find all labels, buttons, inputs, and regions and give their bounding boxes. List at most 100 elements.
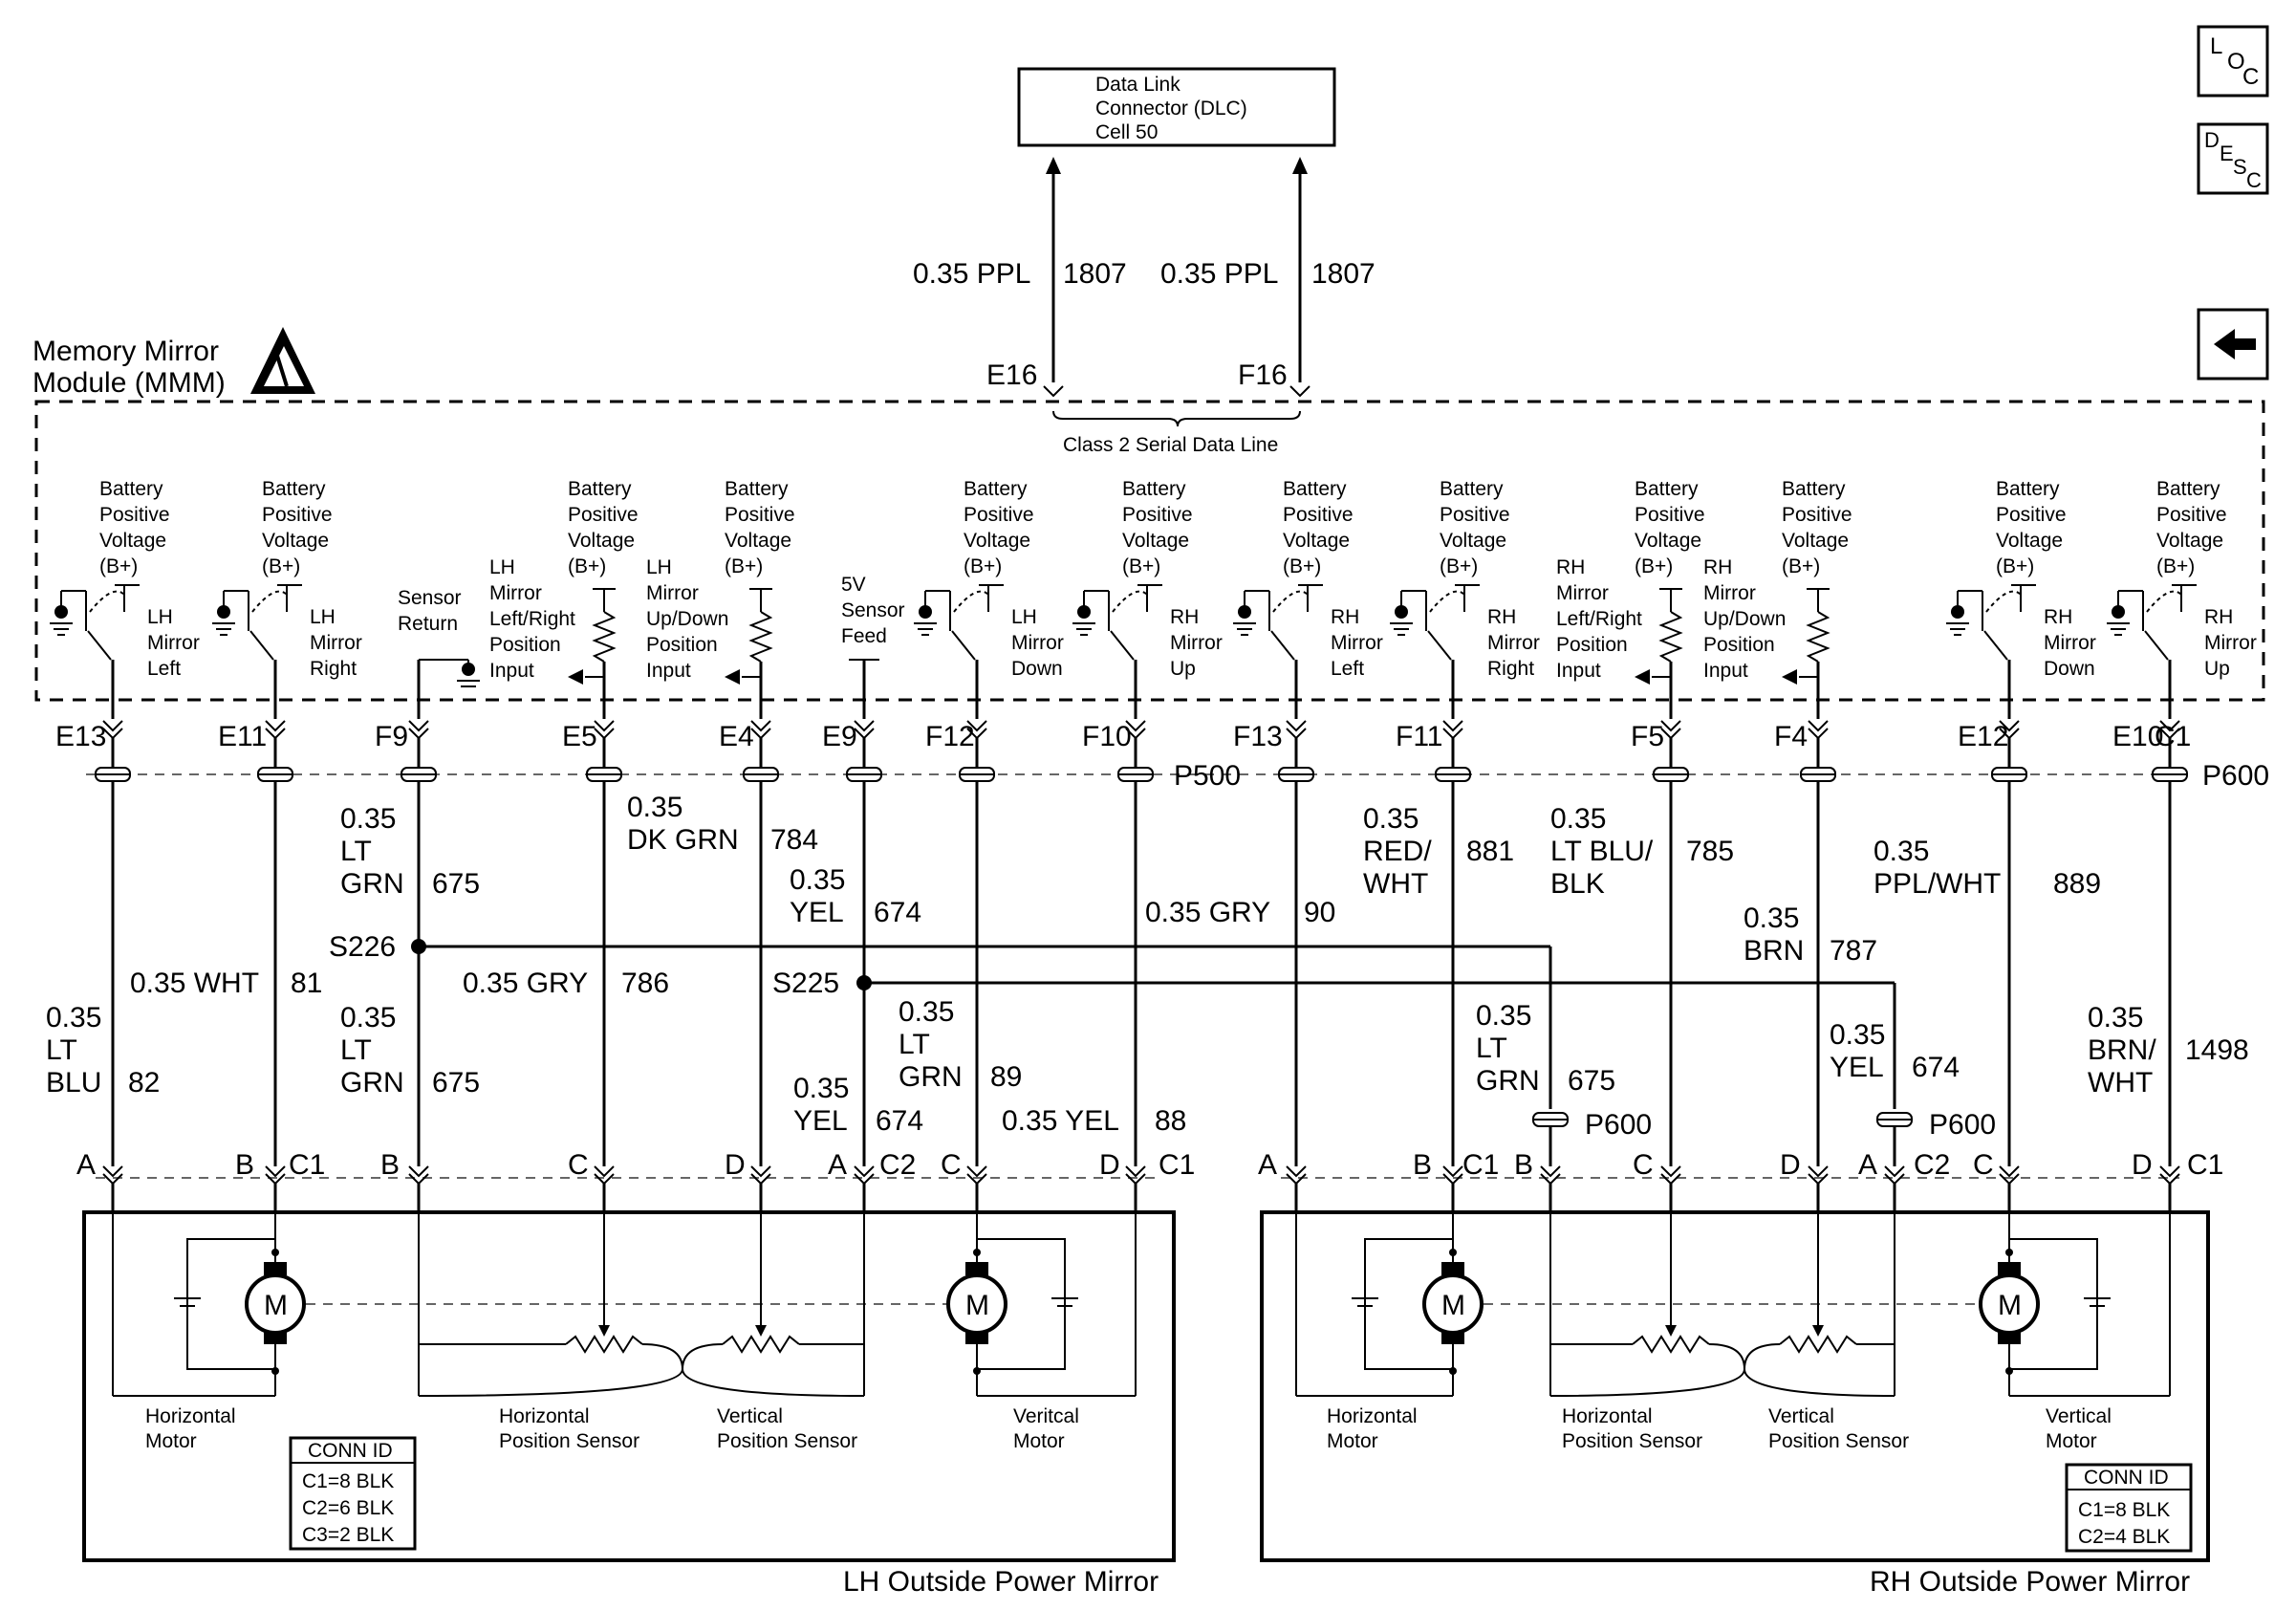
bplus-label: Voltage (1782, 530, 1849, 552)
svg-text:S: S (2233, 155, 2247, 179)
potentiometer-icon (565, 1335, 643, 1354)
svg-text:WHT: WHT (1363, 868, 1428, 900)
svg-text:785: 785 (1686, 836, 1734, 867)
svg-text:GRN: GRN (899, 1061, 963, 1093)
bplus-label: (B+) (568, 555, 606, 577)
svg-text:C: C (2246, 168, 2262, 192)
wire-label: 0.35 PPL (913, 258, 1030, 290)
bplus-label: Battery (964, 478, 1028, 500)
mirror-pin-label: A (1258, 1149, 1277, 1181)
bplus-label: Positive (1635, 504, 1705, 526)
bplus-label: Positive (964, 504, 1034, 526)
svg-text:C: C (2242, 64, 2259, 90)
p600-shield (1532, 1112, 1569, 1127)
connector-label: P600 (1929, 1109, 1996, 1141)
mirror-pin-label: B (1514, 1149, 1533, 1181)
position-input-label: Input (646, 660, 691, 682)
bplus-label: Positive (1782, 504, 1852, 526)
bplus-label: Positive (1122, 504, 1193, 526)
switch-label: Down (1011, 658, 1063, 680)
svg-text:BLU: BLU (46, 1067, 101, 1099)
bplus-label: Positive (1996, 504, 2067, 526)
svg-text:O: O (2227, 49, 2245, 75)
bplus-label: Positive (2156, 504, 2227, 526)
switch-label: LH (1011, 606, 1037, 628)
svg-text:0.35: 0.35 (899, 996, 954, 1028)
ground-icon (54, 605, 68, 619)
bplus-label: Battery (99, 478, 163, 500)
mirror-pin-label: D (1780, 1149, 1801, 1181)
svg-text:674: 674 (874, 897, 921, 928)
ground-icon (1395, 605, 1408, 619)
bplus-label: (B+) (1996, 555, 2034, 577)
bplus-label: Positive (262, 504, 333, 526)
svg-text:Vertical: Vertical (2046, 1405, 2112, 1427)
svg-text:Position Sensor: Position Sensor (499, 1430, 639, 1452)
svg-text:C1=8 BLK: C1=8 BLK (2078, 1499, 2170, 1521)
position-input-label: RH (1556, 556, 1585, 578)
loc-button[interactable]: L O C (2197, 25, 2269, 98)
svg-text:GRN: GRN (1476, 1065, 1540, 1097)
switch-label: Left (147, 658, 181, 680)
position-input-label: Left/Right (489, 608, 575, 630)
svg-text:0.35 GRY: 0.35 GRY (463, 968, 588, 999)
svg-text:88: 88 (1155, 1105, 1186, 1137)
mirror-pin-label: D (725, 1149, 746, 1181)
svg-text:LT: LT (340, 1034, 372, 1066)
bplus-label: Positive (725, 504, 795, 526)
svg-text:E: E (2220, 141, 2234, 165)
svg-text:0.35: 0.35 (1744, 903, 1799, 934)
svg-text:0.35 YEL: 0.35 YEL (1002, 1105, 1119, 1137)
position-input-label: Position (489, 634, 561, 656)
label: Feed (841, 625, 887, 647)
motor-label: M (264, 1290, 288, 1321)
bplus-label: Positive (1283, 504, 1354, 526)
svg-text:Horizontal: Horizontal (499, 1405, 590, 1427)
svg-text:81: 81 (291, 968, 322, 999)
pin-label: E16 (986, 359, 1037, 391)
svg-text:Position Sensor: Position Sensor (717, 1430, 857, 1452)
svg-text:Motor: Motor (1013, 1430, 1065, 1452)
wire-circuit: 1807 (1311, 258, 1375, 290)
position-input-label: Up/Down (646, 608, 728, 630)
svg-text:CONN ID: CONN ID (308, 1440, 393, 1462)
switch-label: Mirror (1170, 632, 1223, 654)
pin-label: E4 (719, 721, 754, 752)
position-input-label: Mirror (1703, 582, 1756, 604)
pin-label: F16 (1238, 359, 1288, 391)
position-input-label: Position (1703, 634, 1775, 656)
bplus-label: (B+) (99, 555, 138, 577)
desc-button[interactable]: D E S C (2197, 122, 2269, 195)
back-arrow-button[interactable] (2197, 308, 2269, 381)
label: Sensor (398, 587, 462, 609)
position-input-label: Left/Right (1556, 608, 1642, 630)
bplus-label: Voltage (1440, 530, 1506, 552)
svg-text:90: 90 (1304, 897, 1335, 928)
svg-text:YEL: YEL (790, 897, 844, 928)
bplus-label: Battery (725, 478, 789, 500)
pin-label: E9 (822, 721, 857, 752)
motor-icon (946, 1273, 1007, 1335)
bplus-label: Battery (1283, 478, 1347, 500)
resistor-icon (592, 611, 617, 663)
motor-icon (1422, 1273, 1484, 1335)
bplus-label: Voltage (2156, 530, 2223, 552)
motor-icon (1979, 1273, 2040, 1335)
mirror-pin-label: C1 (1462, 1149, 1499, 1181)
svg-text:Vertical: Vertical (717, 1405, 783, 1427)
position-input-label: Mirror (1556, 582, 1609, 604)
pin-label: F13 (1233, 721, 1283, 752)
bplus-label: Battery (1122, 478, 1186, 500)
pin-label: E13 (55, 721, 106, 752)
mirror-pin-label: C (1973, 1149, 1994, 1181)
svg-text:PPL/WHT: PPL/WHT (1874, 868, 2001, 900)
svg-text:Motor: Motor (1327, 1430, 1378, 1452)
pin-label: F5 (1631, 721, 1664, 752)
mirror-pin-label: A (76, 1149, 96, 1181)
svg-text:Position Sensor: Position Sensor (1562, 1430, 1702, 1452)
ground-icon (462, 663, 475, 676)
